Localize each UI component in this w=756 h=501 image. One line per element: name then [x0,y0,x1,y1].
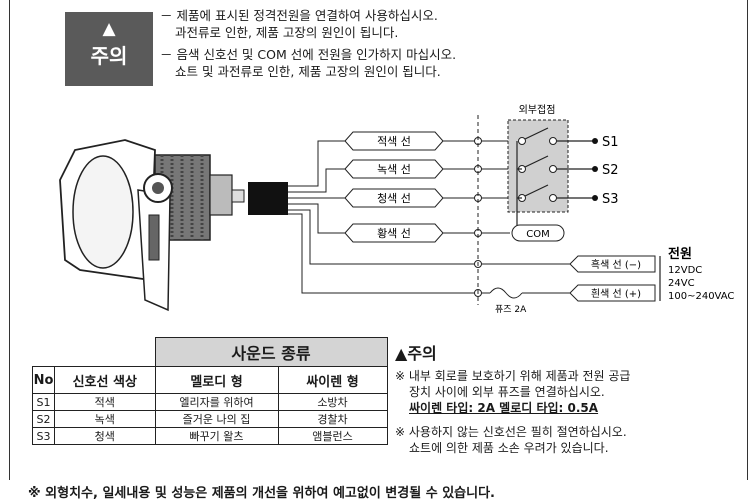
table-row: S1 적색 엘리자를 위하여 소방차 [32,393,388,411]
caution-triangle-icon: ▲ [395,344,408,363]
table-cell: 소방차 [277,393,388,411]
terminal-s2: S2 [602,163,619,178]
power-title: 전원 [668,246,692,262]
sound-type-table: 사운드 종류 No 신호선 색상 멜로디 형 싸이렌 형 S1 적색 엘리자를 … [32,337,388,445]
caution-note-2a: ※ 사용하지 않는 신호선은 필히 절연하십시오. [395,425,627,439]
caution-note-1b: 장치 사이에 외부 퓨즈를 연결하십시오. [409,385,605,399]
footer-notice: ※ 외형치수, 일세내용 및 성능은 제품의 개선을 위하여 예고없이 변경될 … [28,486,495,501]
wire-label-blue: 청색 선 [377,192,411,205]
table-cell: 빠꾸기 왈츠 [154,427,279,445]
power-spec-3: 100~240VAC [668,291,734,302]
table-cell: 앰블런스 [277,427,388,445]
caution-note-1a: ※ 내부 회로를 보호하기 위해 제품과 전원 공급 [395,369,631,383]
warning-line-2: 과전류로 인한, 제품 고장의 원인이 됩니다. [175,25,399,40]
terminal-s3: S3 [602,192,619,207]
header-no: No [32,366,55,394]
table-cell: 적색 [54,393,156,411]
wire-label-red: 적색 선 [377,135,411,148]
table-cell: 경찰차 [277,410,388,428]
table-cell: S2 [32,410,55,428]
header-siren: 싸이렌 형 [277,366,388,394]
fuse-label: 퓨즈 2A [495,304,527,315]
table-cell: 즐거운 나의 집 [154,410,279,428]
header-melody: 멜로디 형 [154,366,279,394]
table-row: S3 청색 빠꾸기 왈츠 앰블런스 [32,427,388,445]
caution-title: 주의 [407,344,437,363]
header-color: 신호선 색상 [54,366,156,394]
table-cell: 청색 [54,427,156,445]
warning-triangle-icon: ▲ [102,19,116,39]
white-wire-label: 흰색 선 (+) [591,288,641,300]
content-frame [9,0,748,480]
sounder-device-illustration [59,139,288,312]
warning-badge: ▲ 주의 [65,12,153,86]
warning-line-4: 쇼트 및 과전류로 인한, 제품 고장의 원인이 됩니다. [175,64,441,79]
table-row: S2 녹색 즐거운 나의 집 경찰차 [32,410,388,428]
black-wire-label: 흑색 선 (−) [591,258,641,271]
warning-line-1: － 제품에 표시된 정격전원을 연결하여 사용하십시오. [160,8,438,23]
power-spec-2: 24VC [668,278,695,289]
power-spec-1: 12VDC [668,265,702,276]
caution-note-2b: 쇼트에 의한 제품 소손 우려가 있습니다. [409,441,609,455]
caution-section: ▲주의 ※ 내부 회로를 보호하기 위해 제품과 전원 공급 장치 사이에 외부… [395,340,745,456]
wire-label-yellow: 황색 선 [377,227,411,240]
sound-table-title: 사운드 종류 [154,337,388,367]
com-label: COM [526,229,549,240]
table-cell: S3 [32,427,55,445]
external-contact-label: 외부접점 [519,104,556,116]
warning-label: 주의 [90,44,128,68]
wire-label-green: 녹색 선 [377,163,411,176]
wiring-diagram: 적색 선 녹색 선 청색 선 황색 선 외부접점 S1 [59,104,734,315]
table-cell: S1 [32,393,55,411]
table-cell: 녹색 [54,410,156,428]
caution-fuse-spec: 싸이렌 타입: 2A 멜로디 타입: 0.5A [409,401,599,415]
terminal-s1: S1 [602,135,619,150]
warning-line-3: － 음색 신호선 및 COM 선에 전원을 인가하지 마십시오. [160,47,457,62]
table-cell: 엘리자를 위하여 [154,393,279,411]
